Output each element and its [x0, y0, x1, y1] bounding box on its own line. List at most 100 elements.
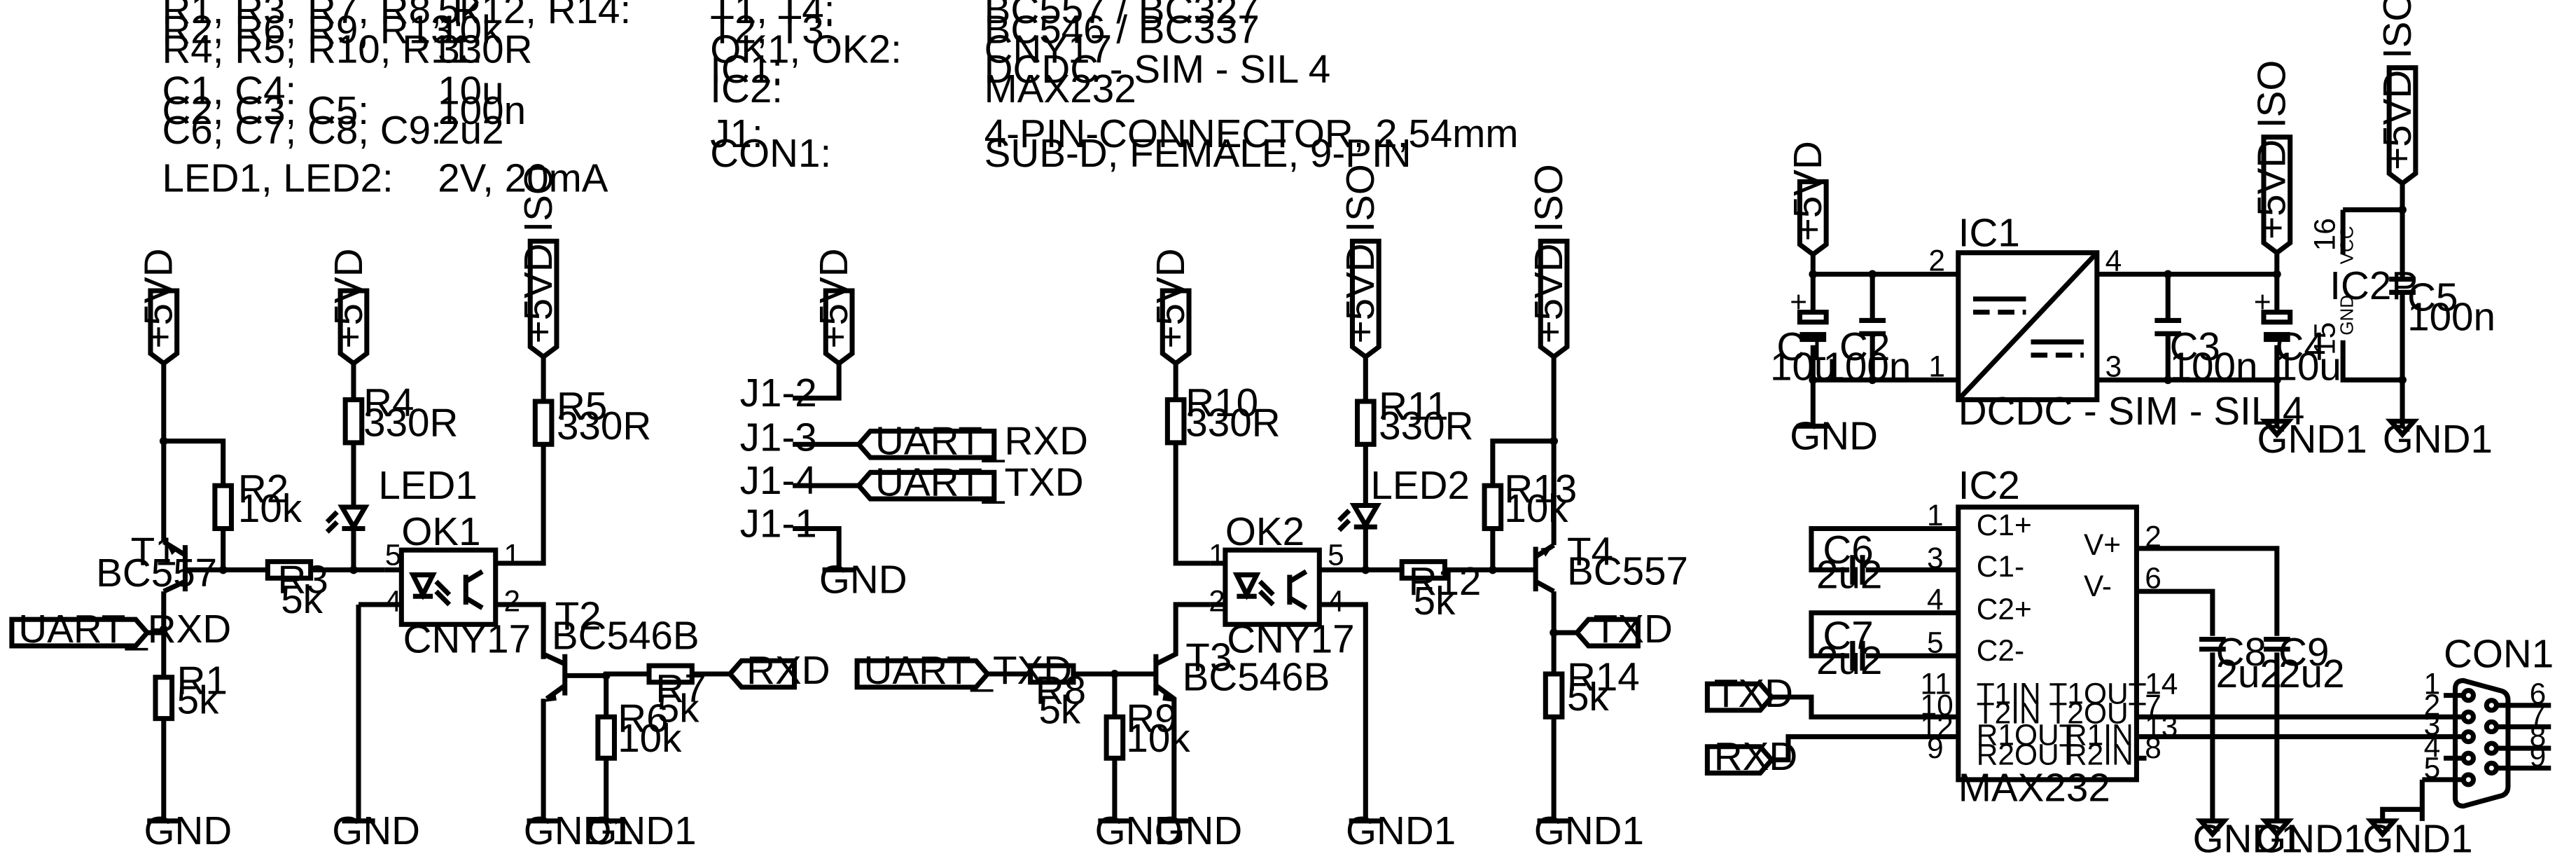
pin-number: 4 — [385, 584, 402, 617]
capacitor-value: 10u — [1770, 344, 1836, 388]
resistor-value: 10k — [1504, 486, 1568, 530]
connector-label: CON1 — [2444, 632, 2554, 676]
parts-list-value: CNY17 — [984, 27, 1112, 71]
supply-label: +5VD ISO — [516, 164, 560, 343]
pin-number: 2 — [2424, 689, 2441, 722]
resistor-label: R13 — [1504, 467, 1577, 511]
optocoupler-ok1 — [398, 547, 499, 627]
resistor-value: 330R — [1185, 400, 1280, 444]
resistor-label: R4 — [363, 380, 414, 425]
parts-list-value: SUB-D, FEMALE, 9-PIN — [984, 131, 1412, 175]
ic-label: IC1 — [1958, 210, 2020, 254]
gnd-label: GND1 — [2257, 417, 2367, 461]
resistor-label: R5 — [557, 384, 607, 428]
transistor-type: BC546B — [552, 614, 699, 658]
supply-flag-5vd-iso — [1349, 238, 1381, 360]
parts-list-value: 10u — [438, 69, 503, 113]
pin-number: 6 — [2530, 677, 2547, 710]
parts-list: R1, R3, R7, R8, R12, R14: 5k R2, R6, R9,… — [162, 0, 1518, 200]
pin-number: 14 — [2145, 667, 2178, 700]
parts-list-ref: C1, C4: — [162, 69, 296, 113]
supply-label: +5VD ISO — [1338, 164, 1382, 343]
pin-name: VCC — [2337, 226, 2357, 265]
resistor-value: 5k — [657, 686, 699, 730]
net-label: UART_TXD — [864, 648, 1073, 692]
net-flag-uart-txd — [854, 658, 991, 690]
pin-name: C2- — [1977, 634, 2024, 667]
resistor-value: 10k — [618, 716, 682, 760]
gnd-label: GND — [332, 808, 420, 853]
resistor-label: R11 — [1379, 384, 1449, 428]
net-label: UART_TXD — [875, 460, 1084, 504]
gnd-label: GND — [144, 808, 232, 853]
resistor-label: R3 — [278, 557, 328, 601]
connector-j1: +5VD J1-2 J1-3 J1-4 J1-1 UART_RXD UART_T… — [740, 248, 1088, 601]
resistor-r13 — [1482, 483, 1504, 532]
resistor-value: 5k — [177, 678, 219, 722]
pin-number: 5 — [1927, 626, 1944, 659]
transistor-type: BC546B — [1183, 655, 1330, 699]
pin-number: 8 — [2530, 720, 2547, 753]
capacitor-value: 2u2 — [1816, 552, 1882, 596]
pin-number: 5 — [2424, 752, 2441, 785]
supply-label: +5VD — [1785, 141, 1830, 241]
pin-name: V+ — [2084, 528, 2121, 561]
pin-name: R1OUT — [1977, 718, 2077, 751]
parts-list-value: 2V, 20mA — [438, 156, 608, 200]
db9-pins — [2460, 688, 2499, 787]
net-label: UART_RXD — [875, 418, 1088, 462]
capacitor-label: C6 — [1823, 528, 1873, 572]
svg-text:+: + — [2254, 286, 2271, 319]
pin-label: J1-3 — [740, 415, 817, 460]
pin-name: C1- — [1977, 550, 2024, 583]
ic-label: IC2P — [2330, 263, 2418, 308]
pin-number: 3 — [2105, 350, 2122, 383]
pin-number: 4 — [2105, 245, 2122, 277]
supply-flag-5vd — [1797, 179, 1829, 258]
pin-number: 8 — [2145, 731, 2161, 764]
supply-label: +5VD — [137, 248, 181, 348]
supply-flag-5vd — [1160, 288, 1192, 367]
resistor-label: R10 — [1185, 380, 1258, 425]
rx-path-circuit: +5VD R2 10k T1 BC557 R3 5k UART_RXD R1 5… — [9, 164, 830, 853]
pin-name: T1IN — [1977, 677, 2041, 710]
pin-number: 2 — [504, 584, 521, 617]
db9-connector-con1 — [2452, 677, 2511, 809]
parts-list-ref: C2, C3, C5: — [162, 88, 369, 132]
resistor-r10 — [1164, 397, 1187, 446]
supply-flag-5vd — [148, 288, 180, 367]
capacitor-value: 100n — [2407, 295, 2495, 339]
gnd-label: GND1 — [2383, 417, 2493, 461]
capacitor-value: 10u — [2275, 344, 2341, 388]
parts-list-value: 5k — [438, 0, 480, 32]
max232-ic2 — [1956, 504, 2139, 783]
parts-list-value: MAX232 — [984, 67, 1136, 111]
resistor-r2 — [212, 483, 235, 532]
supply-label: +5VD ISO — [2375, 0, 2419, 170]
gnd-label: GND — [1790, 413, 1878, 457]
capacitor-label: C3 — [2170, 324, 2220, 369]
ic-type: DCDC - SIM - SIL 4 — [1958, 389, 2305, 433]
resistor-r1 — [153, 675, 175, 722]
transistor-label: T3 — [1185, 635, 1232, 679]
pin-number: 4 — [2424, 730, 2441, 763]
net-flag-txd — [1704, 681, 1776, 713]
net-flag-uart-rxd — [9, 617, 151, 649]
resistor-value: 5k — [1414, 579, 1456, 623]
resistor-r9 — [1103, 714, 1126, 761]
parts-list-ref: R1, R3, R7, R8, R12, R14: — [162, 0, 631, 32]
dcdc-ic1 — [1956, 250, 2100, 403]
pin-number: 16 — [2308, 218, 2341, 251]
parts-list-ref: IC2: — [710, 67, 783, 111]
net-label: TXD — [1714, 671, 1793, 715]
parts-list-ref: IC1: — [710, 47, 783, 91]
capacitor-value: 100n — [2170, 344, 2258, 388]
pin-number: 1 — [1928, 350, 1945, 383]
resistor-label: R12 — [1409, 559, 1482, 603]
gnd-label: GND1 — [2362, 817, 2472, 854]
resistor-r5 — [532, 399, 555, 447]
gnd-label: GND — [1095, 808, 1183, 853]
parts-list-value: BC546 / BC337 — [984, 7, 1260, 51]
pin-name: R2OUT — [1977, 738, 2077, 771]
